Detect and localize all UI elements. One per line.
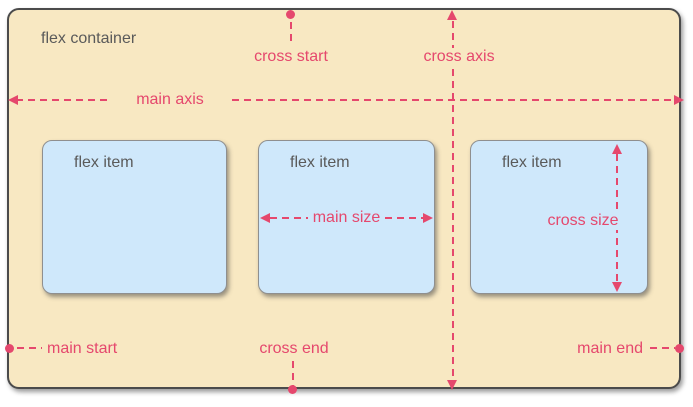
main-end-dot-icon (675, 344, 684, 353)
flex-item-1-label: flex item (74, 154, 134, 171)
main-size-left-arrow-icon (260, 213, 270, 223)
main-size-line-left (270, 217, 308, 219)
flex-container-label: flex container (41, 30, 137, 47)
cross-size-label: cross size (538, 212, 628, 230)
main-start-line (17, 347, 42, 349)
flex-item-2-label: flex item (290, 154, 350, 171)
cross-axis-label: cross axis (407, 48, 511, 66)
main-axis-label: main axis (112, 91, 228, 109)
flex-item-3-label: flex item (502, 154, 562, 171)
cross-end-dot-icon (288, 385, 297, 394)
cross-axis-line (452, 21, 454, 379)
main-axis-left-arrow-icon (8, 95, 18, 105)
cross-size-up-arrow-icon (612, 144, 622, 154)
cross-axis-down-arrow-icon (447, 380, 457, 390)
cross-start-label: cross start (254, 48, 328, 65)
cross-end-line (292, 361, 294, 386)
cross-size-down-arrow-icon (612, 282, 622, 292)
main-axis-line (16, 99, 673, 101)
main-axis-right-arrow-icon (674, 95, 684, 105)
main-size-arrow: main size (260, 210, 434, 226)
main-end-label: main end (577, 340, 643, 357)
cross-end-label: cross end (259, 340, 329, 357)
cross-start-dot-icon (286, 10, 295, 19)
flex-item-1: flex item (42, 140, 227, 294)
cross-axis-up-arrow-icon (447, 10, 457, 20)
cross-start-line (290, 22, 292, 46)
main-start-dot-icon (5, 344, 14, 353)
main-size-right-arrow-icon (423, 213, 434, 223)
main-size-label: main size (307, 210, 386, 226)
main-end-line (650, 347, 675, 349)
main-size-line-right (385, 217, 424, 219)
main-start-label: main start (47, 340, 118, 357)
